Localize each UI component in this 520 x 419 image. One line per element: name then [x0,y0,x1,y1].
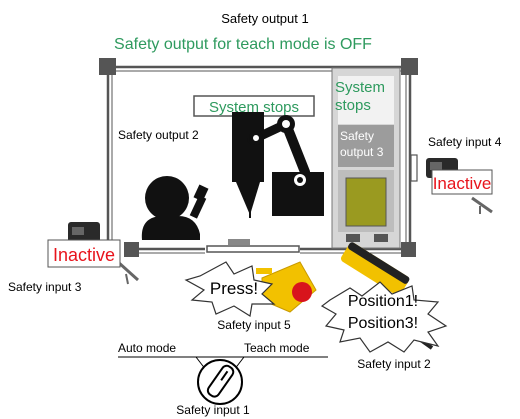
safety-input-4-label: Safety input 4 [428,135,502,149]
teach-mode-label: Teach mode [244,341,310,355]
teach-mode-status-text: Safety output for teach mode is OFF [114,36,372,53]
position-text-2: Position3! [348,315,418,332]
safety-input-3-label: Safety input 3 [8,280,82,294]
system-stops-cabinet-text-1: System [335,79,385,96]
auto-mode-label: Auto mode [118,341,176,355]
operator-icon [141,176,209,240]
safety-output-3-text-1: Safety [340,129,374,143]
press-burst [184,261,276,317]
safety-input-5-label: Safety input 5 [217,318,291,332]
inactive-left-box [47,239,121,268]
robot-icon [232,112,324,218]
position-burst [320,281,448,353]
inactive-right-box [431,169,493,195]
mode-selector-switch-icon [197,359,243,405]
safety-output-2-label: Safety output 2 [118,128,199,142]
press-text: Press! [210,279,258,298]
safety-input-1-label: Safety input 1 [176,403,250,417]
system-stops-robot-text: System stops [209,99,299,116]
safety-fence [99,58,418,257]
sliding-door [206,239,300,253]
position-text-1: Position1! [348,293,418,310]
safety-input-2-label: Safety input 2 [357,357,431,371]
inactive-right-text: Inactive [433,174,492,193]
safety-output-3-text-2: output 3 [340,145,384,159]
control-cabinet [331,67,401,249]
system-stops-cabinet-text-2: stops [335,97,371,114]
safety-output-1-label: Safety output 1 [221,11,308,26]
inactive-left-text: Inactive [53,245,115,265]
